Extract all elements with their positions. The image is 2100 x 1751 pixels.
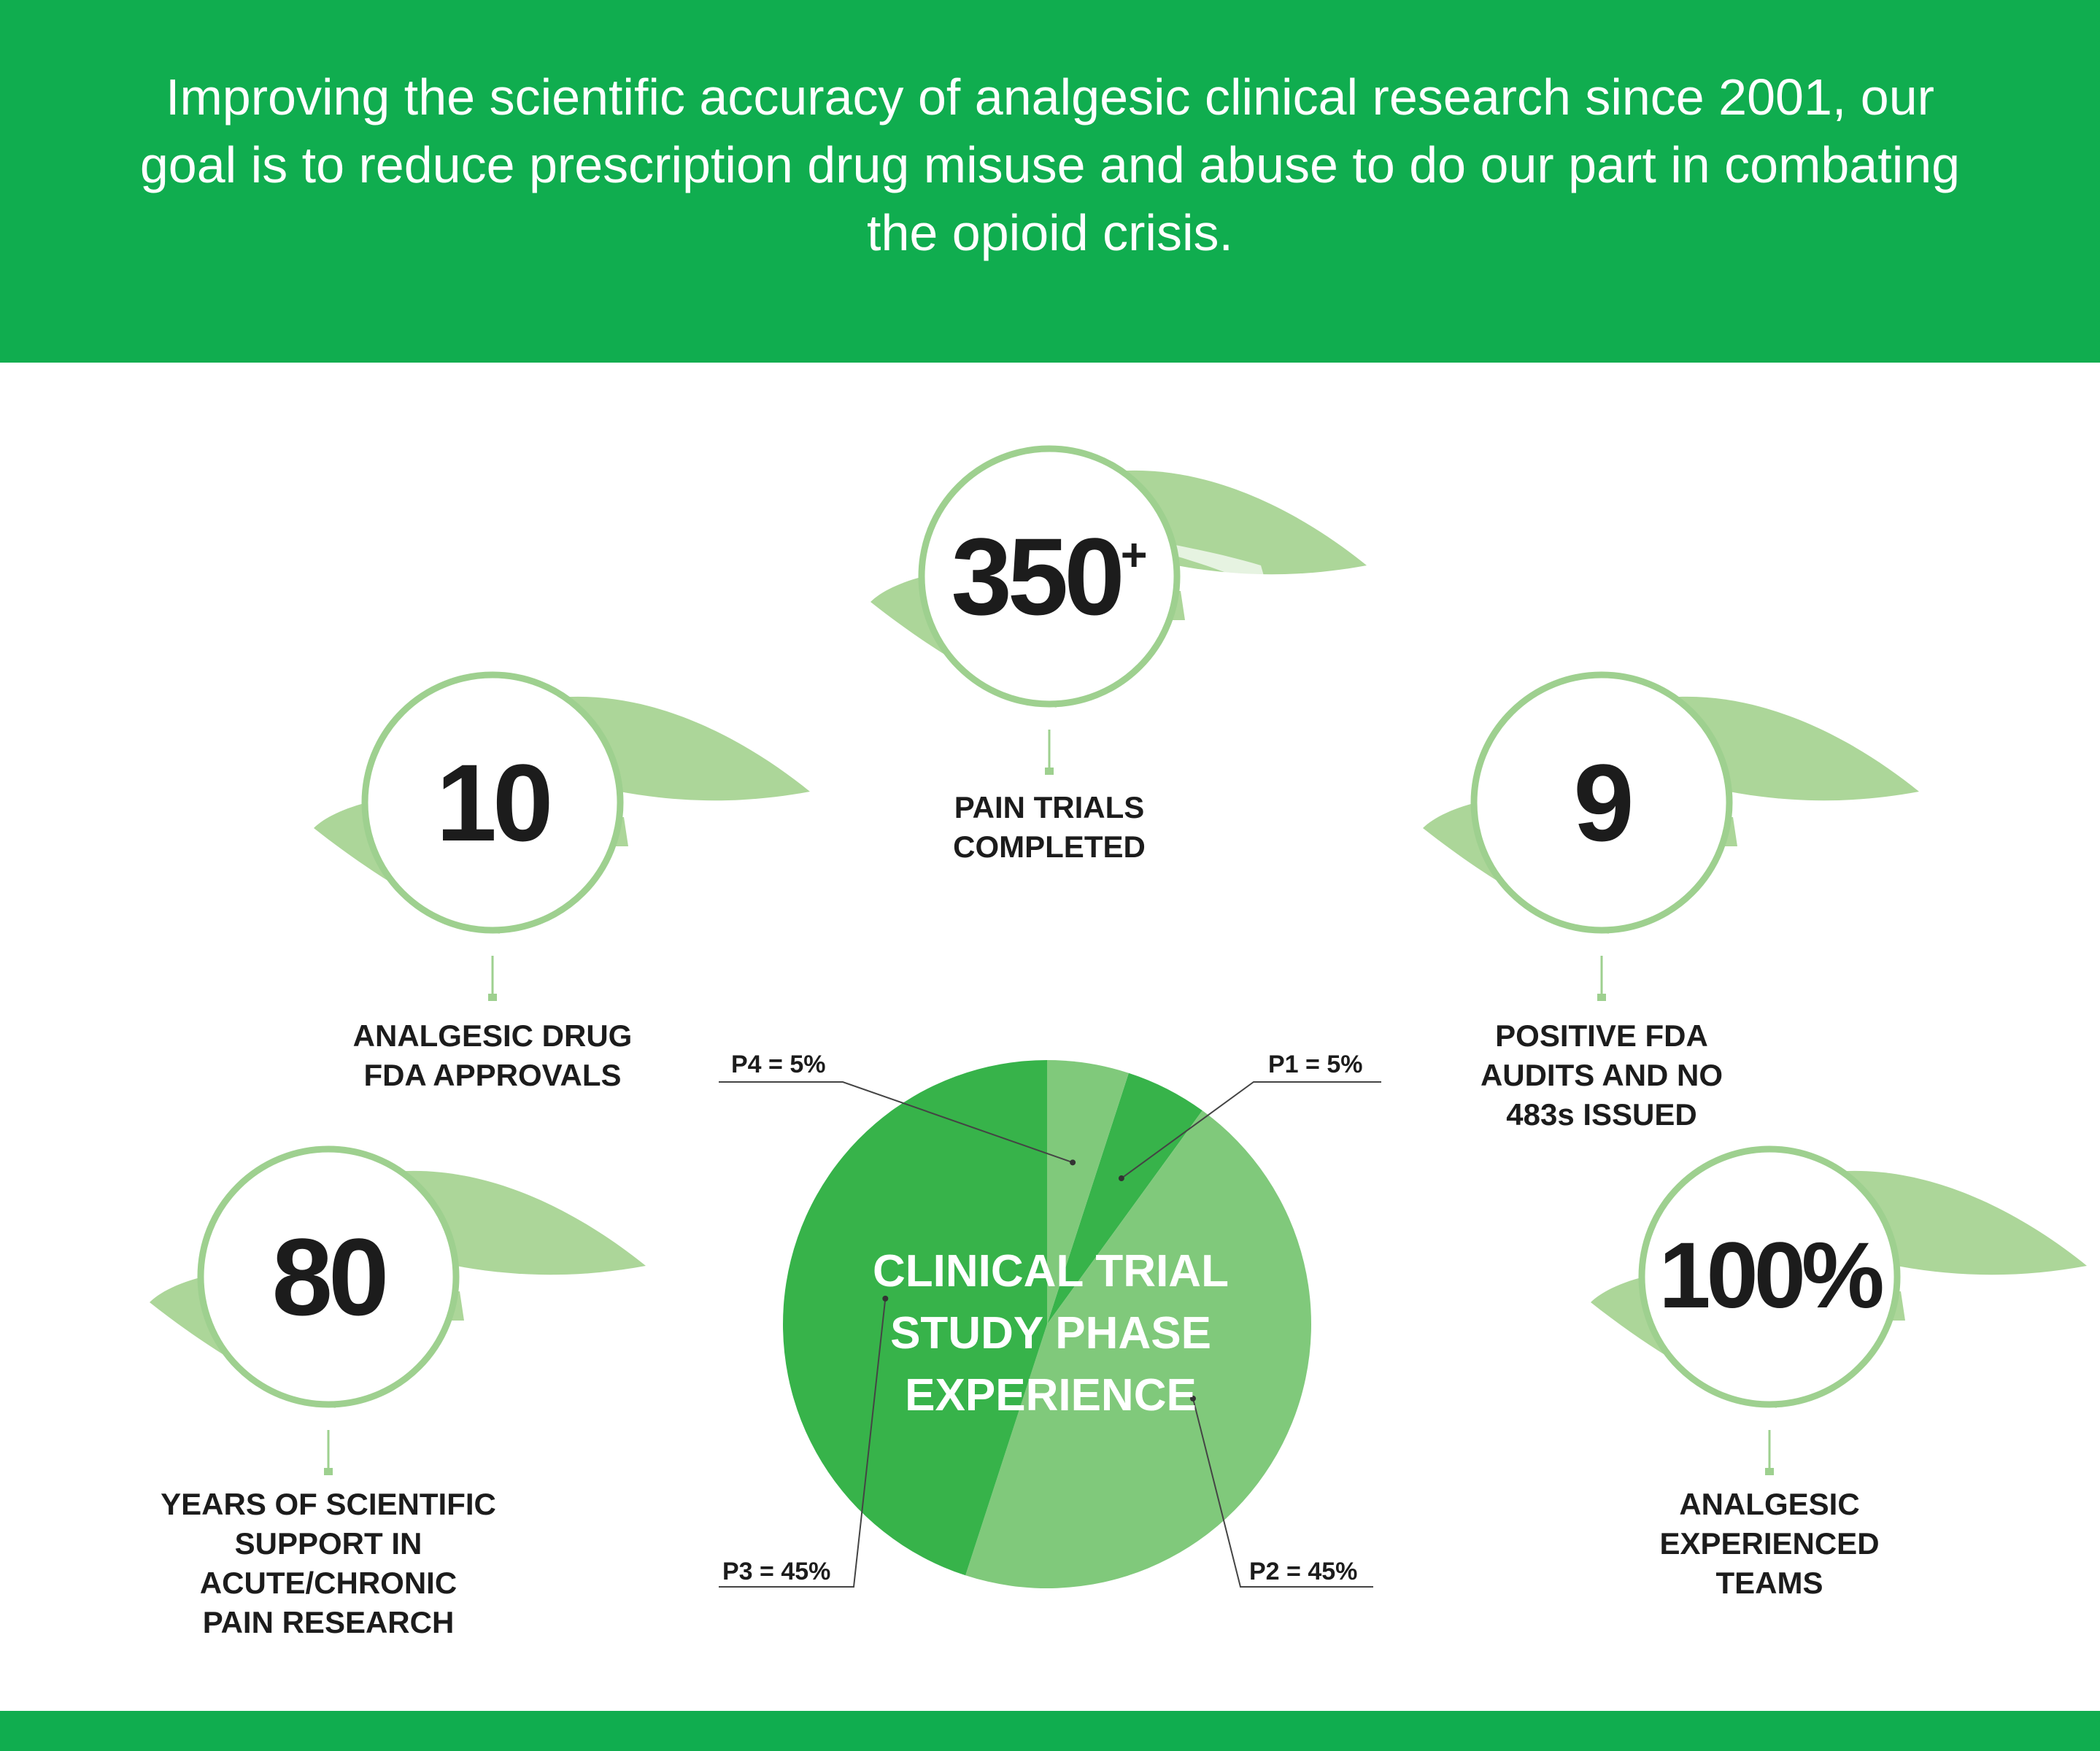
stat-number: 80	[271, 1215, 390, 1338]
stat-label: YEARS OF SCIENTIFIC SUPPORT IN ACUTE/CHR…	[161, 1487, 496, 1639]
leader-line-p2	[1192, 1398, 1373, 1588]
leader-dot-p4	[1070, 1159, 1076, 1166]
stat-pain-trials: 350+ PAIN TRIALS COMPLETED	[801, 438, 1367, 876]
pie-slice-p1	[1047, 1072, 1203, 1324]
stat-value: 80	[182, 1222, 474, 1331]
stat-label: ANALGESIC EXPERIENCED TEAMS	[1659, 1487, 1880, 1600]
leader-line-p1	[1121, 1081, 1381, 1179]
pie-slice-p4	[1047, 1060, 1129, 1324]
stat-label: PAIN TRIALS COMPLETED	[953, 790, 1146, 864]
stat-value: 10	[347, 748, 638, 857]
leaf-ring-icon	[871, 445, 1367, 775]
leaf-ring-icon	[150, 1145, 646, 1475]
leader-line-p3	[719, 1298, 887, 1588]
leader-dot-p2	[1189, 1395, 1196, 1402]
pie-slice-p3	[783, 1060, 1047, 1576]
stat-label: ANALGESIC DRUG FDA APPROVALS	[352, 1018, 633, 1092]
leader-dot-p1	[1118, 1175, 1124, 1182]
plus-sign: +	[1120, 530, 1148, 581]
header-banner: Improving the scientific accuracy of ana…	[0, 0, 2100, 363]
stat-number: 350	[951, 515, 1124, 638]
phase-label-p3: P3 = 45%	[722, 1558, 831, 1585]
stat-number: 100%	[1659, 1224, 1884, 1328]
phase-label-p2: P2 = 45%	[1249, 1558, 1358, 1585]
stat-number: 10	[436, 741, 554, 864]
leader-line-p4	[719, 1081, 1073, 1164]
footer-bar	[0, 1711, 2100, 1751]
stat-number: 9	[1573, 741, 1634, 864]
stat-value: 9	[1456, 748, 1748, 857]
stat-value: 350+	[903, 522, 1195, 631]
pie-slice-p2	[965, 1110, 1312, 1589]
stat-experienced-teams: 100% ANALGESIC EXPERIENCED TEAMS	[1521, 1135, 2087, 1631]
stat-fda-audits: 9 POSITIVE FDA AUDITS AND NO 483s ISSUED	[1354, 660, 1919, 1135]
pie-title: CLINICAL TRIAL STUDY PHASE EXPERIENCE	[873, 1246, 1229, 1420]
stat-label: POSITIVE FDA AUDITS AND NO 483s ISSUED	[1480, 1018, 1723, 1132]
leaf-ring-icon	[1591, 1145, 2087, 1475]
leaf-ring-icon	[1423, 671, 1919, 1001]
intro-text: Improving the scientific accuracy of ana…	[139, 68, 1961, 261]
phase-label-p1: P1 = 5%	[1268, 1051, 1363, 1078]
stat-fda-approvals: 10 ANALGESIC DRUG FDA APPROVALS	[244, 660, 810, 1098]
stat-value: 100%	[1587, 1229, 1952, 1323]
stat-years-support: 80 YEARS OF SCIENTIFIC SUPPORT IN ACUTE/…	[80, 1135, 646, 1660]
leader-dot-p3	[882, 1295, 889, 1302]
leaf-ring-icon	[314, 671, 810, 1001]
